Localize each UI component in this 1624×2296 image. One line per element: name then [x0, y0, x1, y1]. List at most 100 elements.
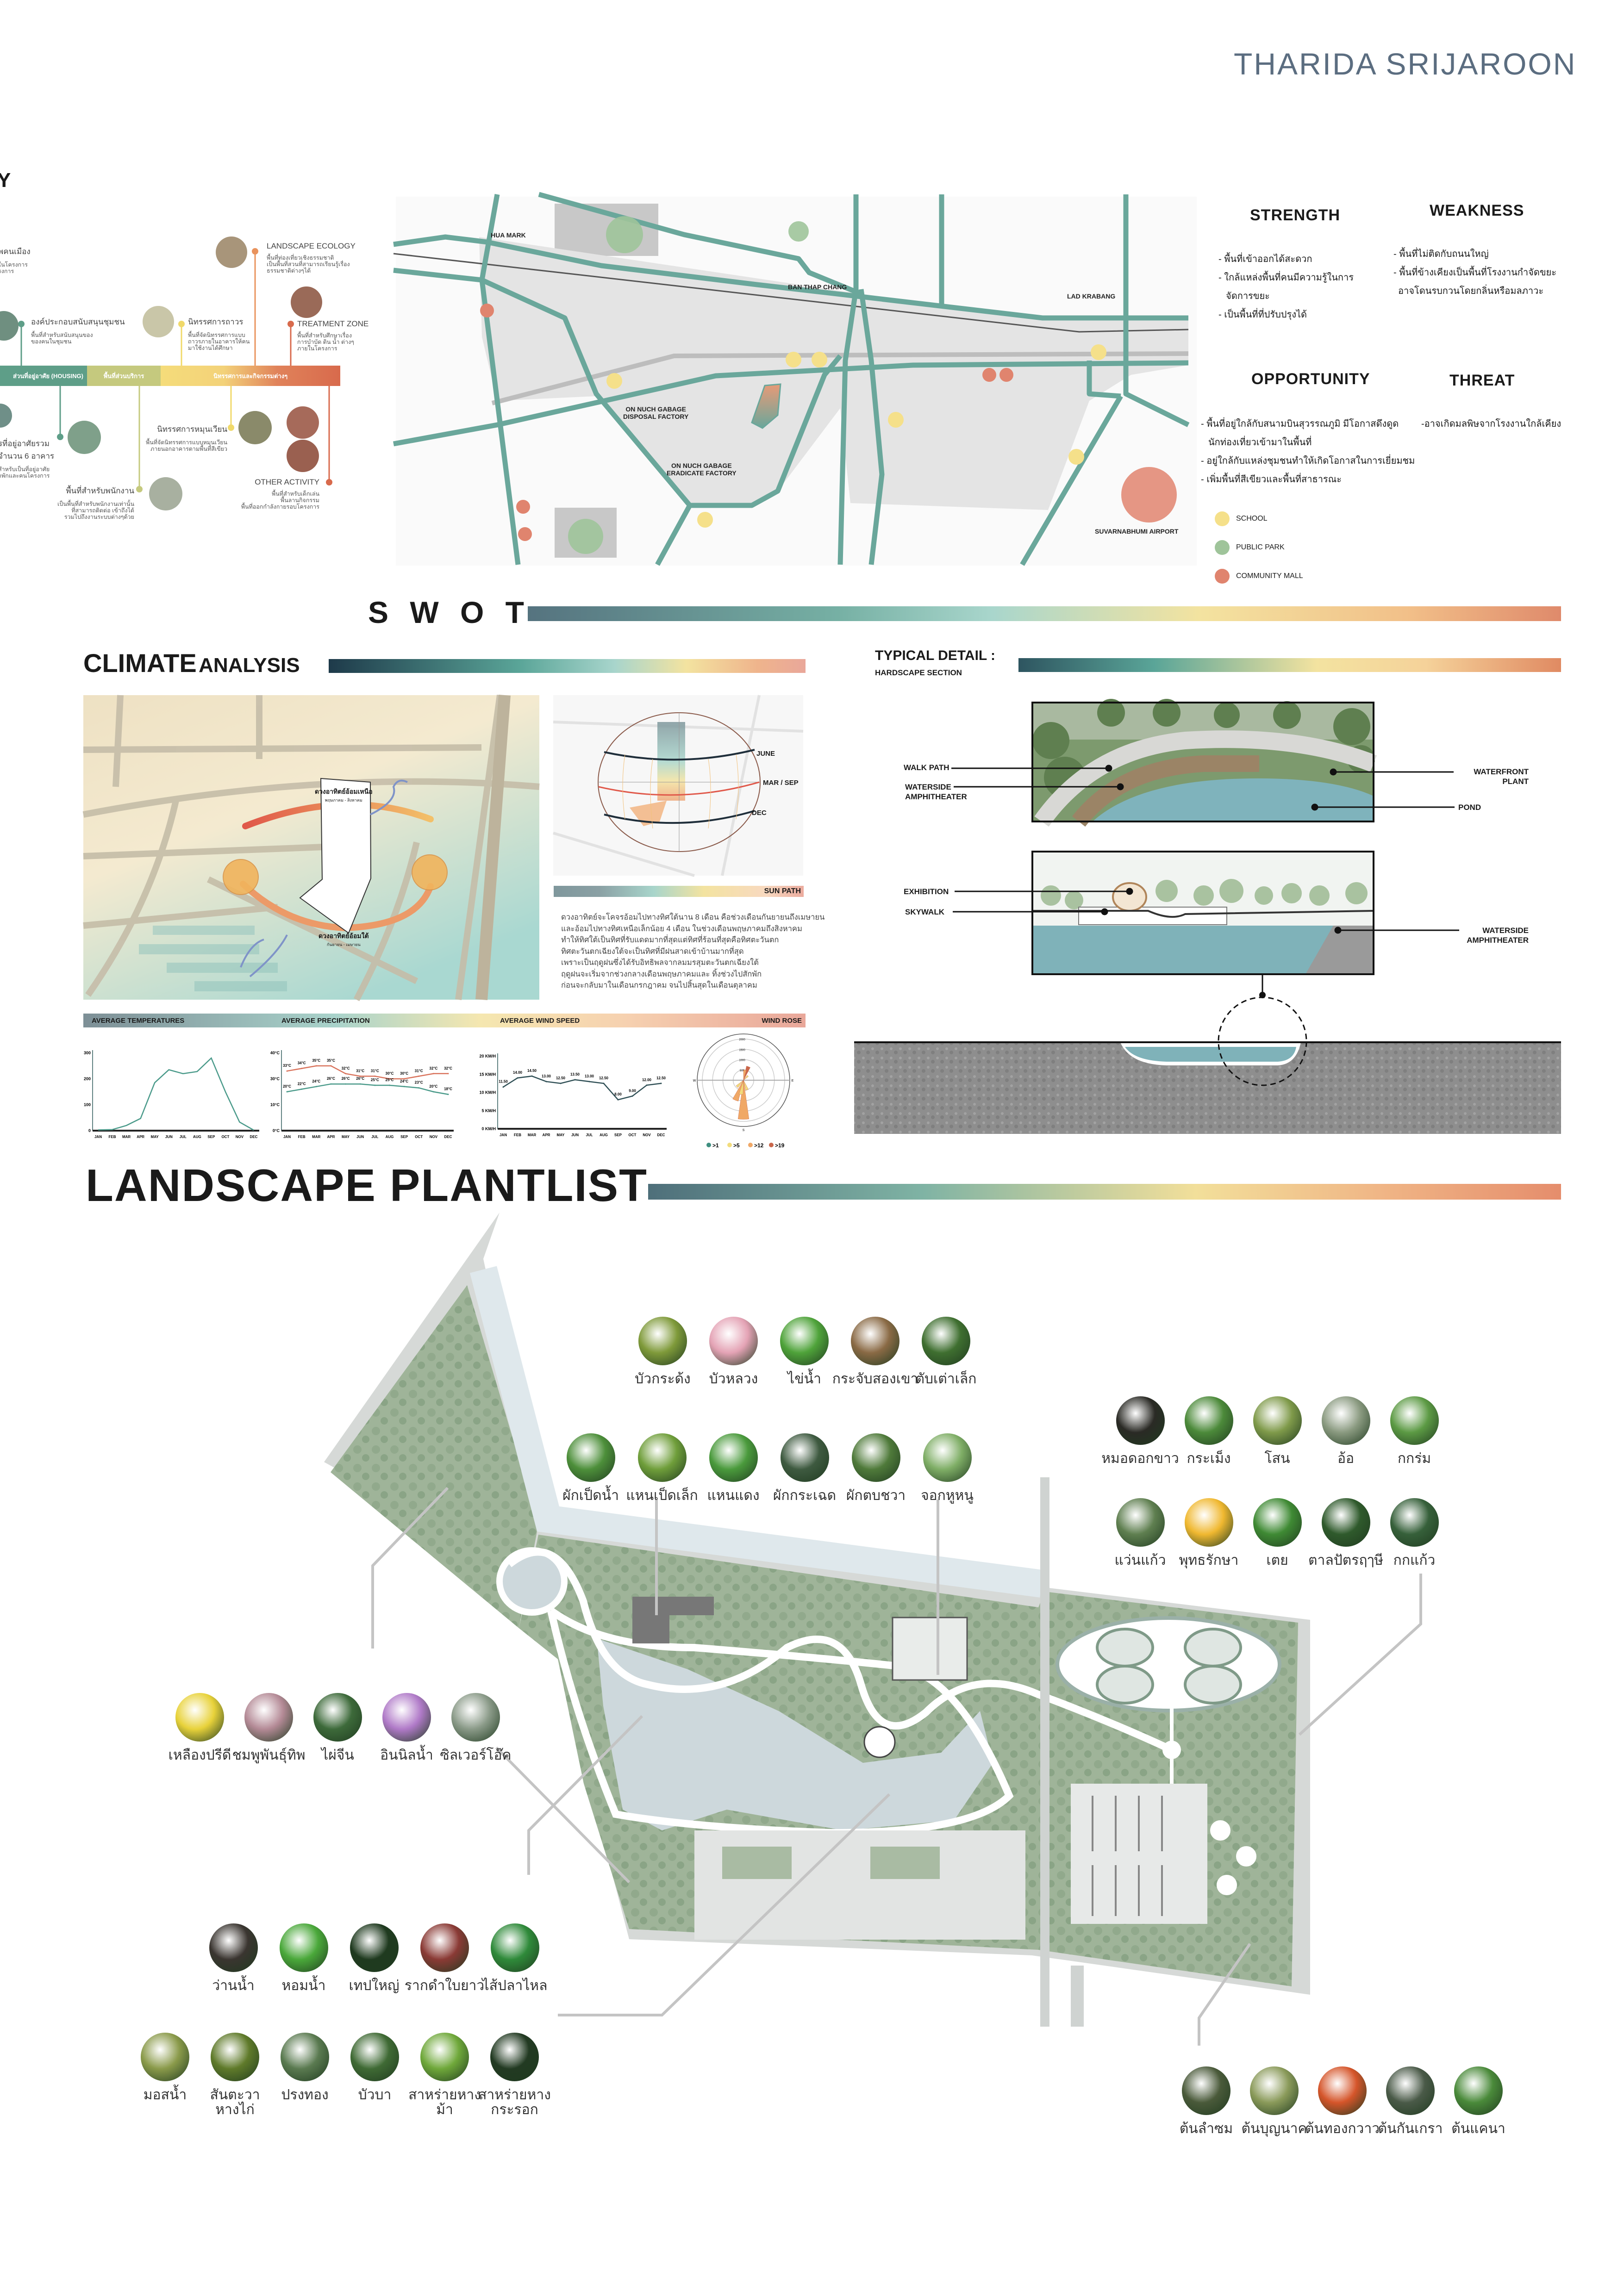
- plant-item: ว่านน้ำ: [198, 1923, 269, 1993]
- x-tick-label: JUL: [180, 1135, 187, 1139]
- timeline-desc: ำพักและคนโครงการ: [0, 473, 50, 479]
- plant-name: กกร่ม: [1397, 1451, 1431, 1466]
- sun-south-label: ดวงอาทิตย์อ้อมใต้ กันยายน - เมษายน: [319, 931, 369, 948]
- plant-photo: [1390, 1498, 1439, 1547]
- label-exhibition: EXHIBITION: [904, 887, 949, 896]
- x-tick-label: AUG: [193, 1135, 201, 1139]
- plant-name: สาหร่ายหางม้า: [408, 2087, 481, 2117]
- plant-item: ไผ่จีน: [303, 1693, 372, 1763]
- data-label: 22°C: [298, 1082, 306, 1086]
- label-line: AMPHITHEATER: [905, 792, 967, 801]
- plant-item: กระเม็ง: [1174, 1396, 1243, 1466]
- chart-header-wind-rose: WIND ROSE: [762, 1017, 802, 1025]
- legend-school: SCHOOL: [1215, 511, 1303, 526]
- timeline-title: TREATMENT ZONE: [297, 319, 369, 328]
- section-elevation: [1031, 851, 1374, 975]
- swot-item: อาจโดนรบกวนโดยกลิ่นหรือมลภาวะ: [1398, 286, 1544, 296]
- plant-item: ต้นลำซม: [1172, 2066, 1240, 2136]
- swot-item: จัดการขยะ: [1226, 291, 1270, 301]
- data-label: 30°C: [386, 1071, 394, 1076]
- data-label: 32°C: [444, 1066, 452, 1070]
- x-tick-label: NOV: [643, 1133, 651, 1137]
- sun-path-dec: DEC: [752, 809, 767, 817]
- plant-item: เตย: [1243, 1498, 1312, 1568]
- map-label-line: ERADICATE FACTORY: [667, 469, 737, 477]
- x-tick-label: APR: [543, 1133, 550, 1137]
- data-point: [660, 1083, 662, 1084]
- plant-name: กระจับสองเขา: [832, 1371, 918, 1387]
- plant-item: บัวหลวง: [698, 1317, 769, 1387]
- x-tick-label: NOV: [430, 1135, 438, 1139]
- timeline-item-housing: รที่อยู่อาศัยรวม จำนวน 6 อาคาร สำหรับเป็…: [0, 437, 54, 479]
- timeline-desc: การบำบัด ดิน น้ำ ต่างๆ: [297, 339, 354, 345]
- sun-north-months: พฤษภาคม - สิงหาคม: [325, 798, 362, 803]
- data-label: 12.50: [656, 1076, 666, 1080]
- data-point: [359, 1083, 361, 1085]
- data-label: 13.50: [570, 1072, 580, 1076]
- timeline-title: นิทรรศการถาวร: [188, 317, 244, 326]
- section-plan-view: [1031, 699, 1377, 827]
- x-tick-label: MAR: [528, 1133, 536, 1137]
- plant-photo: [420, 1923, 469, 1972]
- wind-rose-legend-swatch: [706, 1143, 711, 1147]
- swot-item: - พื้นที่เข้าออกได้สะดวก: [1218, 254, 1312, 264]
- plant-photo: [1386, 2066, 1435, 2115]
- plant-item: สันตะวาหางไก่: [200, 2033, 270, 2117]
- plant-name: อ้อ: [1337, 1451, 1355, 1466]
- swot-item: - พื้นที่อยู่ใกล้กับสนามบินสุวรรณภูมิ มี…: [1201, 419, 1399, 429]
- x-tick-label: MAY: [556, 1133, 565, 1137]
- plant-photo: [1454, 2066, 1503, 2115]
- x-tick-label: APR: [327, 1135, 335, 1139]
- wind-rose-petal: [737, 1080, 750, 1120]
- plant-name: โสน: [1264, 1451, 1290, 1466]
- timeline-desc: พื้นที่จัดนิทรรศการแบบ: [188, 332, 245, 338]
- wind-rose-ring-label: 1000: [739, 1059, 745, 1062]
- sun-path-description: ดวงอาทิตย์จะโคจรอ้อมไปทางทิศใต้นาน 8 เดื…: [554, 912, 824, 991]
- x-tick-label: SEP: [400, 1135, 408, 1139]
- plant-item: ชมพูพันธุ์ทิพ: [232, 1693, 306, 1763]
- plant-item: รากดำใบยาว: [405, 1923, 484, 1993]
- plant-photo: [1182, 2066, 1230, 2115]
- map-legend: SCHOOL PUBLIC PARK COMMUNITY MALL: [1215, 511, 1303, 584]
- data-point: [432, 1091, 434, 1093]
- data-point: [617, 1099, 619, 1101]
- timeline-desc: ที่สามารถติดต่อ เข้าถึงได้: [71, 507, 134, 514]
- timeline-item-treatment-zone: TREATMENT ZONE พื้นที่สำหรับศึกษาเรื่อง …: [297, 319, 369, 352]
- wind-rose-petal: [743, 1066, 750, 1081]
- data-point: [502, 1086, 504, 1088]
- data-point: [447, 1094, 449, 1095]
- plant-item: ต้นบุญนาค: [1240, 2066, 1308, 2136]
- wind-rose-petal: [743, 1070, 747, 1081]
- plant-photo: [1318, 2066, 1367, 2115]
- sun-path-text-line: ทำให้ทิศใต้เป็นทิศที่รับแดดมากที่สุดแต่ท…: [561, 936, 779, 944]
- wind-rose-petal: [743, 1080, 749, 1091]
- timeline-title: จำนวน 6 อาคาร: [0, 452, 55, 460]
- swot-item: - พื้นที่ข้างเคียงเป็นพื้นที่โรงงานกำจัด…: [1393, 268, 1556, 278]
- plant-name: ตับเต่าเล็ก: [915, 1371, 977, 1387]
- x-tick-label: OCT: [221, 1135, 229, 1139]
- plant-photo: [209, 1923, 258, 1972]
- map-label-ban-thap-chang: BAN THAP CHANG: [788, 283, 847, 291]
- timeline-desc: เป็นพื้นที่สำหรับพนักงานเท่านั้น: [57, 501, 134, 507]
- legend-swatch: [1215, 540, 1230, 555]
- series-line: [98, 1057, 254, 1131]
- data-point: [315, 1065, 317, 1067]
- sun-north-title: ดวงอาทิตย์อ้อมเหนือ: [315, 788, 373, 795]
- timeline-desc: ภายนอกอาคารตามพื้นที่สีเขียว: [150, 446, 227, 452]
- map-label-line: ON NUCH GABAGE: [625, 405, 686, 413]
- timeline-item-staff: พื้นที่สำหรับพนักงาน เป็นพื้นที่สำหรับพน…: [57, 485, 134, 520]
- wind-rose-legend-swatch: [727, 1143, 732, 1147]
- label-pond: POND: [1458, 803, 1481, 812]
- timeline-title: พคนเมือง: [0, 247, 31, 256]
- y-tick-label: 0°C: [273, 1128, 280, 1133]
- context-map: [393, 192, 1197, 566]
- plant-photo: [780, 1317, 829, 1365]
- plant-name: ผักกระเฉด: [773, 1488, 837, 1503]
- swot-item: - ใกล้แหล่งพื้นที่คนมีความรู้ในการ: [1218, 273, 1354, 283]
- wind-rose-petal: [743, 1075, 749, 1081]
- x-tick-label: AUG: [600, 1133, 608, 1137]
- label-line: WATERSIDE: [1482, 926, 1529, 935]
- plant-item: ต้นกันเกรา: [1376, 2066, 1444, 2136]
- timeline-desc: พื้นที่สำหรับศึกษาเรื่อง: [297, 332, 352, 339]
